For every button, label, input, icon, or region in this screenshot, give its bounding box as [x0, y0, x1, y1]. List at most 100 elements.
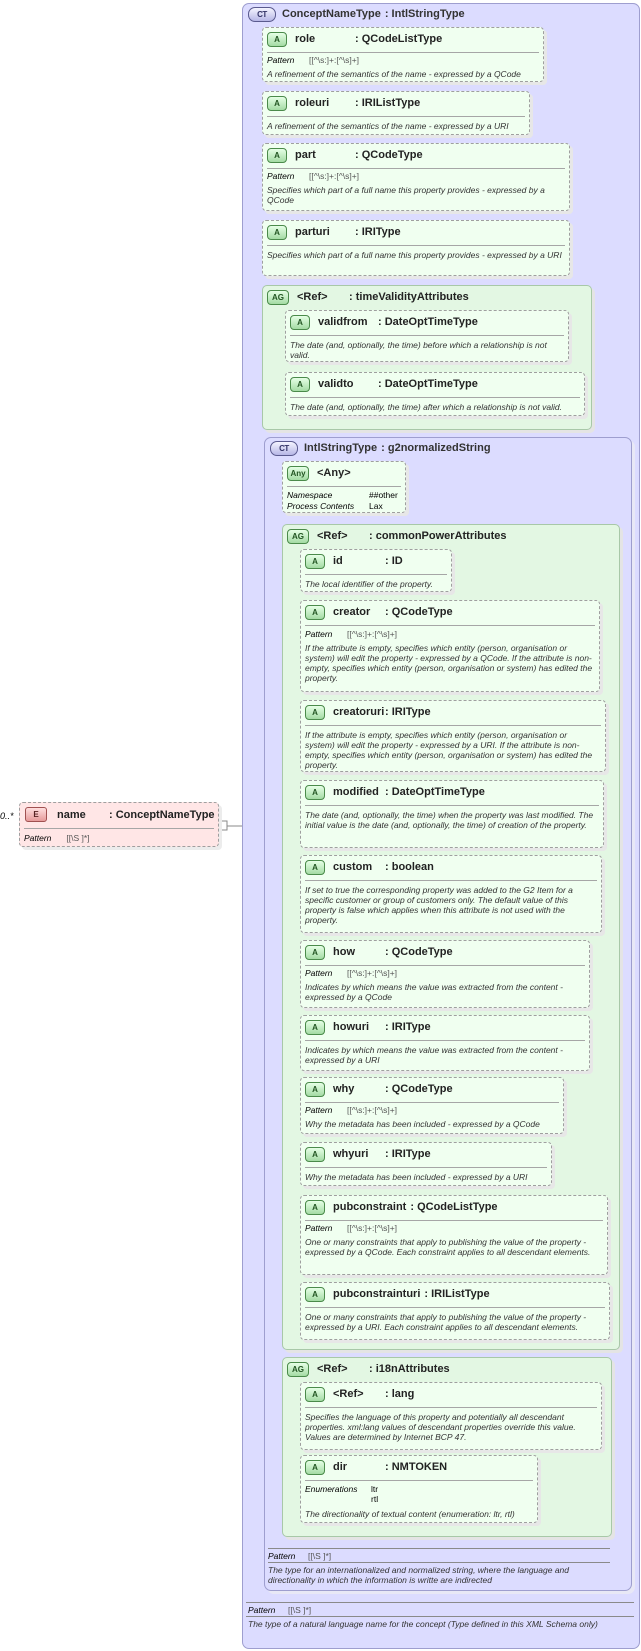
attribute-name: part	[295, 149, 316, 161]
divider	[24, 828, 214, 829]
complex-type-base: : g2normalizedString	[381, 442, 491, 454]
divider	[290, 335, 564, 336]
element-name-box[interactable]: E name : ConceptNameType Pattern [[\S ]*…	[19, 802, 219, 847]
pattern-label: Pattern	[267, 171, 295, 181]
attribute-doc: The date (and, optionally, the time) bef…	[290, 340, 547, 360]
attribute-group-icon: AG	[267, 289, 289, 305]
attribute-icon: A	[305, 1199, 325, 1215]
attribute-name: pubconstraint	[333, 1201, 407, 1213]
pattern-label: Pattern	[305, 1105, 333, 1115]
any-wildcard[interactable]: Any<Any> Namespace##other Process Conten…	[282, 461, 406, 513]
attribute-doc: The directionality of textual content (e…	[305, 1509, 515, 1519]
divider	[268, 1548, 610, 1549]
attribute-name: dir	[333, 1461, 348, 1473]
attribute-type: : boolean	[385, 861, 434, 873]
pattern-value: [[\S ]*]	[66, 833, 90, 843]
attribute-type: : IRIListType	[355, 97, 421, 109]
divider	[305, 1307, 605, 1308]
attribute-name: validto	[318, 378, 354, 390]
pattern-value: [[^\s:]+:[^\s]+]	[309, 171, 360, 181]
divider	[305, 625, 595, 626]
attribute-doc: The local identifier of the property.	[305, 579, 433, 589]
attribute-doc: If set to true the corresponding propert…	[305, 885, 573, 925]
element-type: : ConceptNameType	[109, 808, 215, 821]
attribute-icon: A	[267, 95, 287, 111]
attribute-type: : QCodeListType	[355, 33, 443, 45]
attribute-group-ref: <Ref>	[317, 1363, 348, 1375]
complex-type-icon: CT	[248, 6, 276, 22]
attribute-group-icon: AG	[287, 1361, 309, 1377]
attribute-group-type: : i18nAttributes	[369, 1363, 450, 1375]
attribute-name: creator	[333, 606, 371, 618]
attribute-doc: Specifies which part of a full name this…	[267, 250, 562, 260]
attribute-group-icon: AG	[287, 528, 309, 544]
attribute-doc: One or many constraints that apply to pu…	[305, 1312, 587, 1332]
attribute-type: : IRIType	[385, 1148, 431, 1160]
divider	[290, 397, 580, 398]
attribute-name: role	[295, 33, 316, 45]
attribute-doc: Indicates by which means the value was e…	[305, 982, 563, 1002]
complex-type-name: ConceptNameType	[282, 8, 381, 20]
attribute-group-type: : timeValidityAttributes	[349, 291, 469, 303]
attribute-icon: A	[305, 784, 325, 800]
attribute-name: why	[333, 1083, 355, 1095]
element-badge-icon: E	[25, 807, 47, 822]
pattern-value: [[^\s:]+:[^\s]+]	[347, 968, 398, 978]
divider	[305, 1040, 585, 1041]
attribute-icon: A	[305, 1286, 325, 1302]
attribute-name: howuri	[333, 1021, 370, 1033]
attribute-icon: A	[305, 859, 325, 875]
attribute-type: : DateOptTimeType	[378, 378, 478, 390]
divider	[268, 1562, 610, 1563]
attribute-type: : IRIListType	[424, 1288, 490, 1300]
attribute-doc: The date (and, optionally, the time) whe…	[305, 810, 594, 830]
complex-type-doc: The type for an internationalized and no…	[268, 1565, 569, 1585]
attribute-icon: A	[305, 1081, 325, 1097]
attribute-icon: A	[290, 314, 310, 330]
namespace-value: ##other	[369, 490, 398, 500]
pattern-value: [[^\s:]+:[^\s]+]	[347, 629, 398, 639]
attribute-name: id	[333, 555, 343, 567]
enumeration-value: rtl	[371, 1494, 379, 1504]
divider	[305, 725, 601, 726]
attribute-name: pubconstrainturi	[333, 1288, 421, 1300]
pattern-value: [[^\s:]+:[^\s]+]	[309, 55, 360, 65]
pattern-value: [[\S ]*]	[308, 1551, 332, 1561]
attribute-type: : IRIType	[355, 226, 401, 238]
complex-type-icon: CT	[270, 440, 298, 456]
attribute-icon: A	[305, 1146, 325, 1162]
pattern-value: [[^\s:]+:[^\s]+]	[347, 1105, 398, 1115]
attribute-icon: A	[305, 604, 325, 620]
pattern-label: Pattern	[305, 968, 333, 978]
attribute-type: : DateOptTimeType	[385, 786, 485, 798]
divider	[305, 1480, 533, 1481]
attribute-doc: Specifies the language of this property …	[305, 1412, 576, 1442]
attribute-doc: Why the metadata has been included - exp…	[305, 1119, 540, 1129]
attribute-lang[interactable]: A<Ref>: lang Specifies the language of t…	[300, 1382, 602, 1450]
attribute-doc: Why the metadata has been included - exp…	[305, 1172, 528, 1182]
attribute-name: how	[333, 946, 355, 958]
attribute-type: : QCodeListType	[410, 1201, 498, 1213]
attribute-name: custom	[333, 861, 373, 873]
attribute-icon: A	[305, 704, 325, 720]
attribute-type: : IRIType	[385, 706, 431, 718]
process-contents-label: Process Contents	[287, 501, 355, 511]
